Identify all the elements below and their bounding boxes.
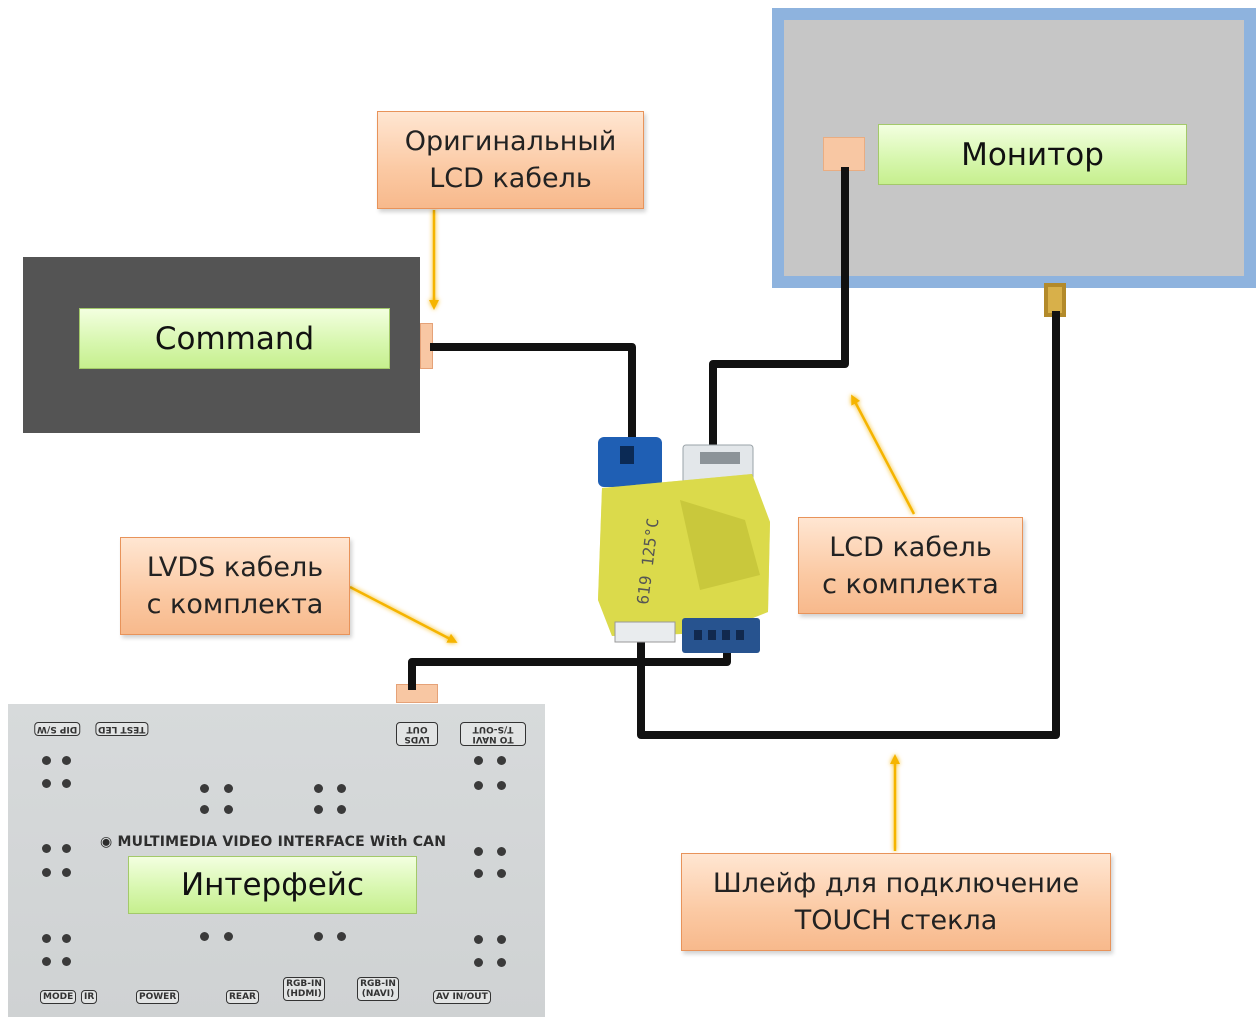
screw-dot bbox=[474, 781, 483, 790]
adapter-block: 619 125°C bbox=[598, 437, 770, 653]
screw-dot bbox=[42, 934, 51, 943]
screw-dot bbox=[474, 756, 483, 765]
monitor-label: Монитор bbox=[878, 124, 1187, 185]
callout-original-lcd: Оригинальный LCD кабель bbox=[377, 111, 644, 209]
screw-dot bbox=[62, 868, 71, 877]
screw-dot bbox=[497, 756, 506, 765]
callout-line: LCD кабель bbox=[429, 163, 592, 194]
screw-dot bbox=[62, 844, 71, 853]
port-rgb-hdmi: RGB-IN (HDMI) bbox=[283, 977, 325, 1001]
screw-dot bbox=[497, 869, 506, 878]
screw-dot bbox=[474, 958, 483, 967]
arrow-lcd-kit bbox=[851, 394, 916, 515]
screw-dot bbox=[42, 756, 51, 765]
port-mode: MODE bbox=[40, 990, 77, 1004]
screw-dot bbox=[62, 756, 71, 765]
screw-dot bbox=[497, 781, 506, 790]
screw-dot bbox=[497, 847, 506, 856]
interface-lvds-connector bbox=[396, 684, 438, 703]
port-power: POWER bbox=[136, 990, 180, 1004]
screw-dot bbox=[42, 779, 51, 788]
cable-lcd-kit bbox=[709, 167, 849, 459]
callout-line: LVDS кабель bbox=[146, 552, 324, 583]
screw-dot bbox=[474, 869, 483, 878]
screw-dot bbox=[62, 934, 71, 943]
interface-label: Интерфейс bbox=[128, 856, 417, 914]
screw-dot bbox=[497, 958, 506, 967]
callout-lcd-kit: LCD кабель с комплекта bbox=[798, 517, 1023, 614]
port-rgb-navi: RGB-IN (NAVI) bbox=[357, 977, 399, 1001]
screw-dot bbox=[42, 957, 51, 966]
screw-dot bbox=[474, 935, 483, 944]
callout-line: Оригинальный bbox=[404, 126, 617, 157]
screw-dot bbox=[62, 957, 71, 966]
callout-line: с комплекта bbox=[146, 589, 324, 620]
cable-touch bbox=[637, 311, 1060, 739]
cable-original-lcd bbox=[430, 343, 636, 449]
screw-dot bbox=[224, 784, 233, 793]
screw-dot bbox=[224, 805, 233, 814]
callout-line: TOUCH стекла bbox=[794, 905, 998, 936]
cable-lvds-kit bbox=[408, 634, 731, 690]
screw-dot bbox=[337, 805, 346, 814]
port-rear: REAR bbox=[226, 990, 259, 1004]
callout-touch-cable: Шлейф для подключение TOUCH стекла bbox=[681, 853, 1111, 951]
caption-text: MULTIMEDIA VIDEO INTERFACE With CAN bbox=[117, 834, 447, 850]
screw-dot bbox=[497, 935, 506, 944]
touch-connector bbox=[1044, 283, 1066, 317]
screw-dot bbox=[314, 784, 323, 793]
screw-dot bbox=[200, 805, 209, 814]
screw-dot bbox=[224, 932, 233, 941]
command-label: Command bbox=[79, 308, 390, 369]
callout-line: LCD кабель bbox=[829, 531, 992, 563]
callout-line: Шлейф для подключение bbox=[712, 868, 1080, 899]
screw-dot bbox=[314, 805, 323, 814]
interface-board-caption: ◉ MULTIMEDIA VIDEO INTERFACE With CAN bbox=[100, 834, 446, 850]
screw-dot bbox=[42, 868, 51, 877]
monitor-lcd-connector bbox=[823, 137, 865, 171]
arrow-lvds-kit bbox=[349, 585, 458, 643]
screw-dot bbox=[200, 784, 209, 793]
callout-lvds-kit: LVDS кабель с комплекта bbox=[120, 537, 350, 635]
caption-bullet-icon: ◉ bbox=[100, 834, 118, 850]
screw-dot bbox=[314, 932, 323, 941]
screw-dot bbox=[337, 784, 346, 793]
screw-dot bbox=[42, 844, 51, 853]
screw-dot bbox=[337, 932, 346, 941]
port-av-in-out: AV IN/OUT bbox=[433, 990, 491, 1004]
port-ir: IR bbox=[81, 990, 98, 1004]
screw-dot bbox=[62, 779, 71, 788]
callout-line: с комплекта bbox=[822, 568, 999, 600]
screw-dot bbox=[474, 847, 483, 856]
screw-dot bbox=[200, 932, 209, 941]
